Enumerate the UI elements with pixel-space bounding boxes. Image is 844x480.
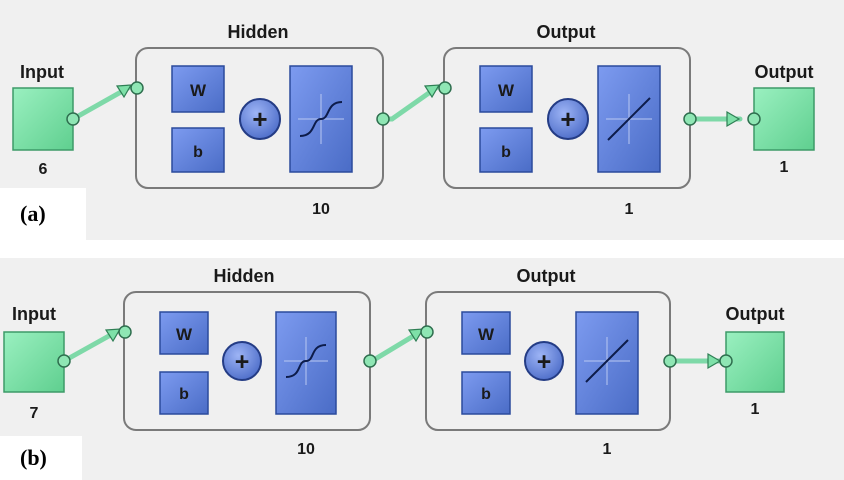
hidden-layer-title: Hidden: [228, 22, 289, 42]
panel-tag-b: (b): [0, 436, 82, 480]
hidden-layer-size: 10: [312, 201, 330, 218]
output-sum-node: [524, 341, 564, 381]
input-node: [66, 112, 80, 126]
hidden-layer-size: 10: [297, 441, 315, 458]
output-layer-input-node: [420, 325, 434, 339]
output-size: 1: [780, 159, 789, 176]
output-layer-title: Output: [537, 22, 596, 42]
input-box: [3, 331, 65, 393]
tansig-curve-icon: [298, 94, 344, 144]
hidden-sum-symbol: +: [252, 104, 267, 134]
output-bias-label: b: [501, 144, 511, 161]
hidden-sum-symbol: +: [235, 348, 250, 376]
output-layer-output-node: [683, 112, 697, 126]
output-weight-label: W: [498, 81, 515, 100]
output-box: [753, 87, 815, 151]
hidden-output-node: [363, 354, 377, 368]
network-diagram-a: Input 6 Hidden W b + 10 Output W b +: [12, 22, 815, 218]
hidden-weight-block: [159, 311, 209, 355]
hidden-weight-label: W: [176, 325, 193, 344]
network-diagram-b: Input 7 Hidden W b + 10 Output W b +: [3, 266, 785, 458]
hidden-output-node: [376, 112, 390, 126]
input-label: Input: [20, 62, 64, 82]
hidden-bias-label: b: [193, 144, 203, 161]
hidden-sum-node: [239, 98, 281, 140]
output-node: [719, 354, 733, 368]
hidden-bias-block: [171, 127, 225, 173]
purelin-line-icon: [584, 337, 630, 385]
output-sum-symbol: +: [560, 104, 575, 134]
hidden-sum-node: [222, 341, 262, 381]
output-layer-size: 1: [603, 441, 612, 458]
hidden-bias-block: [159, 371, 209, 415]
input-label: Input: [12, 304, 56, 324]
hidden-weight-block: [171, 65, 225, 113]
output-bias-block: [461, 371, 511, 415]
output-sum-symbol: +: [537, 348, 552, 376]
output-layer-size: 1: [625, 201, 634, 218]
hidden-weight-label: W: [190, 81, 207, 100]
panel-a: Input 6 Hidden W b + 10 Output W b +: [0, 0, 844, 240]
output-label: Output: [726, 304, 785, 324]
purelin-line-icon: [606, 94, 652, 144]
tansig-curve-icon: [284, 337, 328, 385]
output-box: [725, 331, 785, 393]
output-node: [747, 112, 761, 126]
hidden-bias-label: b: [179, 386, 189, 403]
panel-tag-a: (a): [0, 188, 86, 240]
hidden-layer-title: Hidden: [214, 266, 275, 286]
panel-b: Input 7 Hidden W b + 10 Output W b +: [0, 258, 844, 480]
input-size: 7: [30, 405, 39, 422]
hidden-input-node: [118, 325, 132, 339]
output-layer-title: Output: [517, 266, 576, 286]
hidden-input-node: [130, 81, 144, 95]
output-size: 1: [751, 401, 760, 418]
output-weight-block: [461, 311, 511, 355]
output-layer-input-node: [438, 81, 452, 95]
input-node: [57, 354, 71, 368]
input-size: 6: [39, 161, 48, 178]
output-weight-block: [479, 65, 533, 113]
output-sum-node: [547, 98, 589, 140]
input-box: [12, 87, 74, 151]
output-weight-label: W: [478, 325, 495, 344]
output-bias-block: [479, 127, 533, 173]
output-label: Output: [755, 62, 814, 82]
output-bias-label: b: [481, 386, 491, 403]
output-layer-output-node: [663, 354, 677, 368]
